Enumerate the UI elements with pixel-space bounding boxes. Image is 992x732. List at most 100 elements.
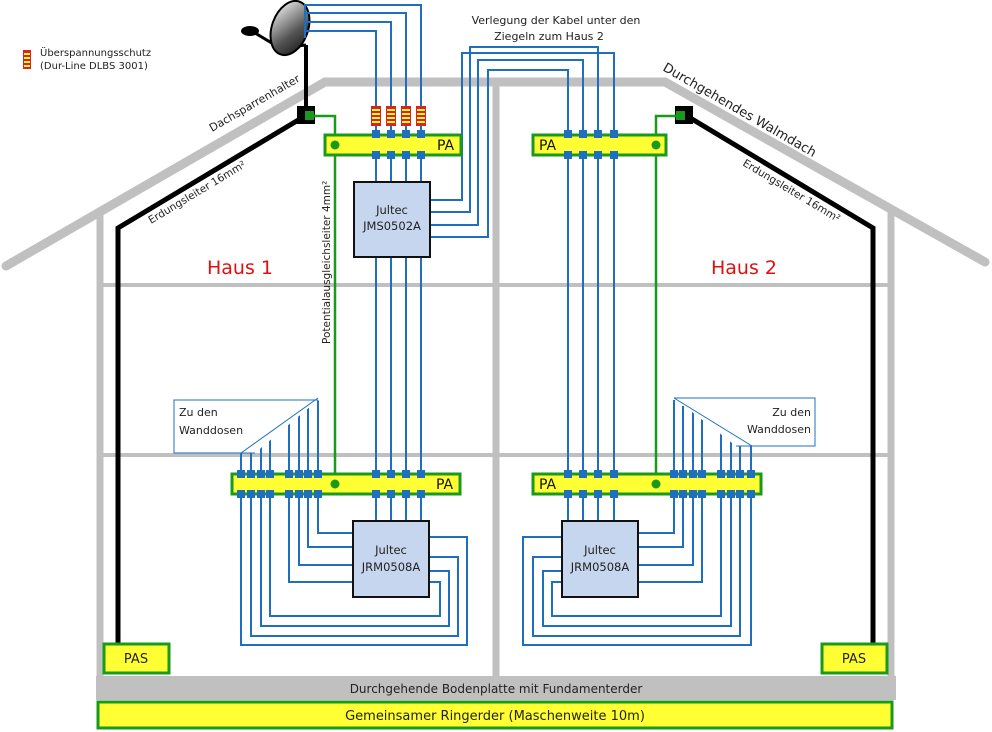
device-model: JRM0508A (361, 560, 421, 574)
coax-cable-receiver (298, 494, 353, 566)
pa-bar-mid-right: PA (531, 472, 763, 496)
cable-terminal (579, 490, 587, 498)
cable-terminal (266, 470, 274, 478)
cable-terminal (564, 490, 572, 498)
cable-terminal (314, 490, 322, 498)
earth-conductor-left-label: Erdungsleiter 16mm² (146, 159, 248, 227)
coax-cable-house2 (430, 69, 569, 521)
cable-terminal (594, 490, 602, 498)
device-brand: Jultec (374, 543, 407, 557)
cable-terminal (610, 130, 618, 138)
house1-label: Haus 1 (207, 257, 273, 279)
coax-cable-receiver (317, 494, 353, 534)
coax-cable-receiver (269, 494, 441, 617)
surge-protector-stripe (387, 109, 395, 111)
pas-bar-left: PAS (102, 642, 171, 675)
earth-conductor-right-label: Erdungsleiter 16mm² (740, 157, 842, 225)
device-model: JMS0502A (362, 219, 421, 233)
coax-cable-receiver (638, 494, 675, 534)
surge-protector-stripe (387, 113, 395, 115)
callout-line2: Wanddosen (179, 424, 243, 437)
cable-terminal (727, 470, 735, 478)
coax-cable-receiver (551, 494, 722, 617)
surge-protector-stripe (402, 117, 410, 119)
surge-protector-icon (371, 106, 381, 126)
equipotential-conductors (314, 114, 676, 483)
house2-label: Haus 2 (711, 257, 777, 279)
coax-cable-receiver (638, 494, 684, 548)
cable-terminal (564, 151, 572, 159)
cable-terminal (402, 151, 410, 159)
surge-protector-legend-icon (23, 50, 31, 69)
coax-cables (240, 4, 752, 646)
foundation-slab (96, 676, 896, 700)
surge-protector-stripe (402, 109, 410, 111)
pa-bar-label: PA (436, 477, 454, 493)
coax-cable-dish (304, 4, 422, 182)
surge-protector-stripe (372, 113, 380, 115)
coax-cable-house2 (430, 52, 615, 521)
coax-cable-receiver (542, 494, 732, 627)
surge-protector-stripe (372, 121, 380, 123)
coax-cable-dish (304, 30, 377, 182)
cable-terminal (387, 151, 395, 159)
surge-protector-icon (416, 106, 426, 126)
surge-protector-stripe (372, 109, 380, 111)
rafter-holder-left-terminal (305, 111, 314, 120)
cable-terminal (417, 490, 425, 498)
cable-terminal (304, 490, 312, 498)
cable-terminal (247, 470, 255, 478)
surge-protector-stripe (417, 117, 425, 119)
cable-terminal (295, 470, 303, 478)
coax-cable-receiver (638, 494, 694, 566)
surge-protector-stripe (387, 117, 395, 119)
pa-bar-label: PA (539, 477, 557, 493)
cable-terminal (257, 490, 265, 498)
cable-terminal (579, 151, 587, 159)
cable-terminal (402, 490, 410, 498)
cable-terminal (564, 470, 572, 478)
device-brand: Jultec (583, 543, 616, 557)
cable-terminal (689, 470, 697, 478)
coax-cable-receiver (240, 494, 468, 646)
surge-protector-stripe (372, 117, 380, 119)
coax-cable-receiver (250, 494, 459, 637)
cable-terminal (266, 490, 274, 498)
coax-cable-receiver (288, 494, 353, 583)
legend-line1: Überspannungsschutz (40, 46, 151, 59)
coax-cable-house2 (430, 59, 584, 521)
callout-line1: Zu den (772, 406, 811, 419)
cable-terminal (285, 470, 293, 478)
cable-terminal (247, 490, 255, 498)
cable-terminal (285, 490, 293, 498)
pas-bar-right: PAS (820, 642, 889, 675)
pas-label: PAS (842, 652, 866, 667)
coax-cable-receiver (532, 494, 741, 637)
surge-protector-stripe (417, 109, 425, 111)
cable-terminal (698, 490, 706, 498)
cable-terminal (717, 490, 725, 498)
foundation-label: Durchgehende Bodenplatte mit Fundamenter… (350, 682, 643, 696)
legend-line2: (Dur-Line DLBS 3001) (40, 61, 148, 72)
coax-cable-house2 (430, 46, 599, 521)
building-structure (1, 77, 990, 684)
cable-terminal (698, 470, 706, 478)
receiver-jrm0508a-left: Jultec JRM0508A (352, 520, 430, 598)
cable-terminal (372, 130, 380, 138)
ring-earth-label: Gemeinsamer Ringerder (Maschenweite 10m) (345, 709, 645, 724)
cable-terminal (579, 130, 587, 138)
cable-terminal (610, 151, 618, 159)
device-model: JRM0508A (570, 560, 630, 574)
cable-terminal (594, 151, 602, 159)
cable-terminal (417, 470, 425, 478)
surge-protector-icon (386, 106, 396, 126)
surge-protectors (371, 106, 426, 126)
roof-outline (1, 77, 990, 271)
cable-terminal (387, 130, 395, 138)
cable-terminal (679, 490, 687, 498)
cable-terminal (237, 470, 245, 478)
coax-cable-receiver (260, 494, 450, 627)
surge-protector-stripe (387, 121, 395, 123)
cable-terminal (564, 130, 572, 138)
